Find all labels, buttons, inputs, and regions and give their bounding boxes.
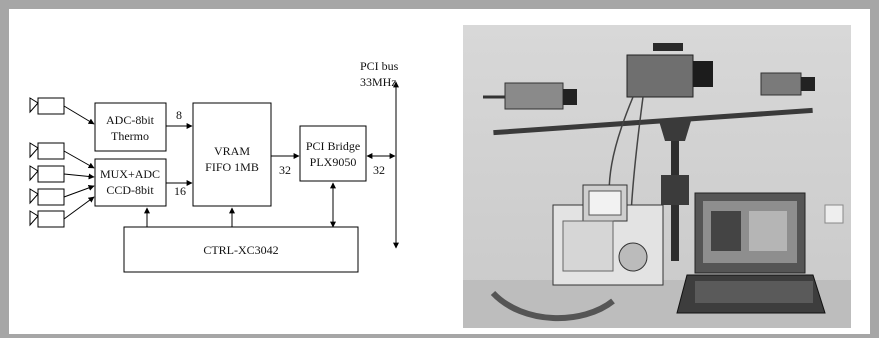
width-adc-vram: 8 [176, 108, 182, 122]
sensor-ccd-2-icon [30, 166, 64, 182]
wire-ccd4-to-mux [64, 197, 94, 219]
sensor-ccd-3-icon [30, 189, 64, 205]
width-mux-vram: 16 [174, 184, 186, 198]
wire-ccd2-to-mux [64, 174, 94, 177]
bridge-label-1: PCI Bridge [306, 139, 360, 153]
vram-fifo-block: VRAM FIFO 1MB [193, 103, 271, 206]
wire-ccd3-to-mux [64, 186, 94, 197]
vram-label-2: FIFO 1MB [205, 160, 259, 174]
sensor-ccd-1-icon [30, 143, 64, 159]
wire-thermo-to-adc [64, 106, 94, 124]
mux-label-2: CCD-8bit [106, 183, 154, 197]
mux-adc-block: MUX+ADC CCD-8bit [95, 159, 166, 206]
system-photo [463, 25, 851, 328]
pci-bridge-block: PCI Bridge PLX9050 [300, 126, 366, 181]
system-photo-drawing [463, 25, 851, 328]
bridge-label-2: PLX9050 [310, 155, 357, 169]
wall-socket-icon [825, 205, 843, 223]
mux-label-1: MUX+ADC [100, 167, 160, 181]
width-bridge-bus: 32 [373, 163, 385, 177]
ctrl-block: CTRL-XC3042 [124, 227, 358, 272]
sensor-thermo-icon [30, 98, 64, 114]
wire-ccd1-to-mux [64, 151, 94, 168]
pci-bus-label-1: PCI bus [360, 59, 399, 73]
ctrl-label: CTRL-XC3042 [203, 243, 278, 257]
vram-label-1: VRAM [214, 144, 250, 158]
sensor-ccd-4-icon [30, 211, 64, 227]
adc-label-2: Thermo [111, 129, 149, 143]
pci-bus-label-2: 33MHz [360, 75, 397, 89]
adc-label-1: ADC-8bit [106, 113, 155, 127]
laptop-icon [677, 193, 825, 313]
adc-thermo-block: ADC-8bit Thermo [95, 103, 166, 151]
width-vram-bridge: 32 [279, 163, 291, 177]
